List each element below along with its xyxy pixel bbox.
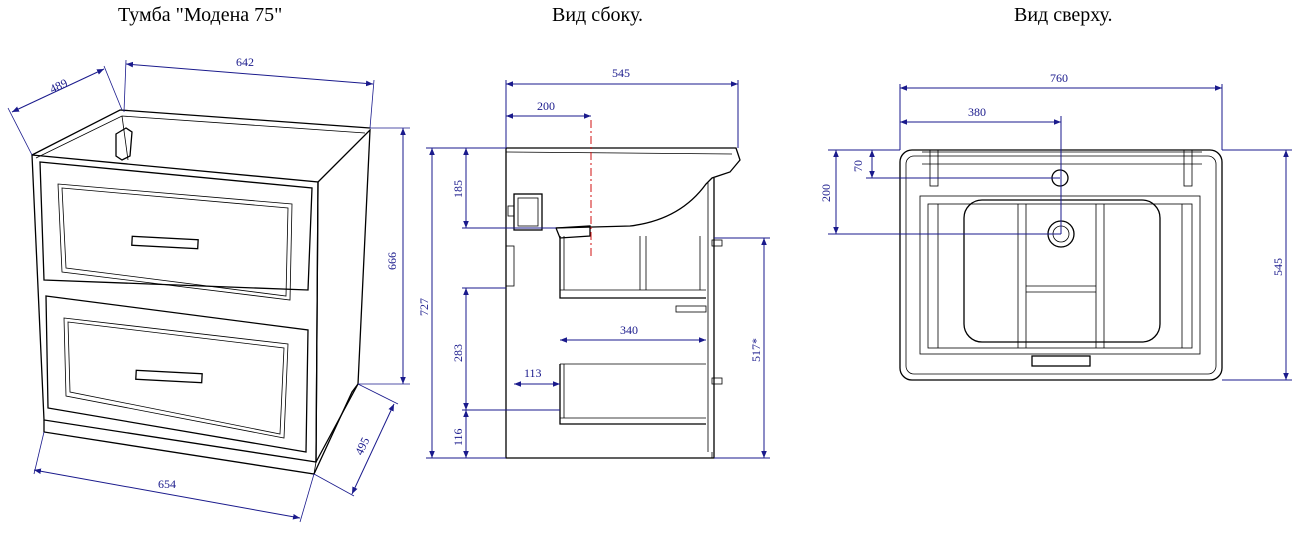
bottom-drawer-handle <box>135 369 203 384</box>
top-drain-label: 200 <box>819 184 833 202</box>
drain-fitting <box>555 225 591 239</box>
side-body-height-label: 517* <box>749 338 763 362</box>
mount-bracket <box>115 127 133 161</box>
side-drawer-depth-label: 340 <box>620 323 638 337</box>
depth-base-label: 495 <box>352 435 372 457</box>
top-drawer-handle <box>131 235 199 250</box>
side-plinth-label: 116 <box>451 428 465 446</box>
bowl-outline <box>963 199 1161 343</box>
side-view-title: Вид сбоку. <box>552 4 643 26</box>
top-view: 760 380 70 200 545 <box>819 71 1292 381</box>
top-tap-label: 70 <box>851 160 865 172</box>
cabinet-front <box>31 154 319 463</box>
side-view: 545 200 727 185 283 116 340 113 517* <box>417 66 770 459</box>
top-view-title: Вид сверху. <box>1014 4 1113 26</box>
top-width-label: 760 <box>1050 71 1068 85</box>
bottom-drawer <box>45 295 309 453</box>
side-drain-label: 200 <box>537 99 555 113</box>
top-drawer <box>39 161 313 291</box>
depth-top-label: 489 <box>47 76 69 96</box>
perspective-view-title: Тумба "Модена 75" <box>118 4 283 26</box>
drawer-handle <box>1031 355 1091 367</box>
width-top-dim <box>125 61 374 87</box>
width-base-dim <box>33 468 301 520</box>
width-top-label: 642 <box>236 55 254 69</box>
side-top-zone-label: 185 <box>451 180 465 198</box>
perspective-view: 489 642 666 495 654 <box>7 55 410 523</box>
side-height-label: 727 <box>417 298 431 316</box>
depth-top-dim <box>11 68 105 113</box>
side-mid-zone-label: 283 <box>451 344 465 362</box>
side-depth-label: 545 <box>612 66 630 80</box>
side-drawer-offset-label: 113 <box>524 366 542 380</box>
depth-base-dim <box>351 403 395 495</box>
top-depth-label: 545 <box>1271 258 1285 276</box>
height-label: 666 <box>385 252 399 270</box>
basin-profile <box>506 147 741 229</box>
top-center-label: 380 <box>968 105 986 119</box>
width-base-label: 654 <box>158 477 176 491</box>
side-cabinet <box>505 148 715 459</box>
